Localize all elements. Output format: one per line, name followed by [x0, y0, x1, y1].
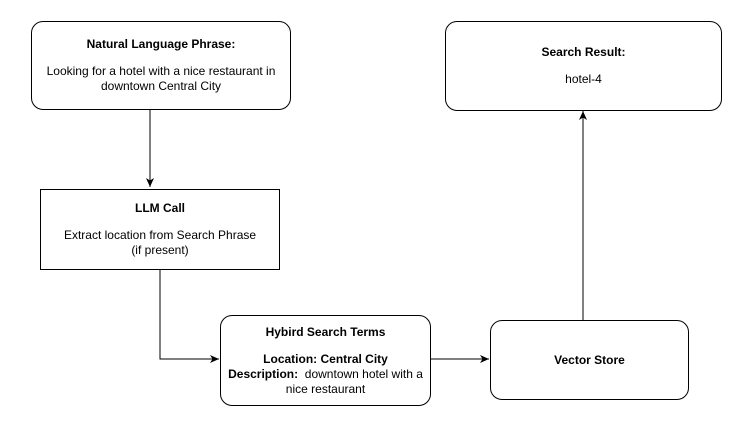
edge-llm-to-hybrid — [159, 270, 219, 363]
description-text-continued: nice restaurant — [285, 381, 366, 396]
node-text-line: Looking for a hotel with a nice restaura… — [46, 64, 276, 78]
node-title: Natural Language Phrase: — [86, 37, 236, 51]
description-label: Description: — [228, 366, 299, 381]
node-title: Vector Store — [554, 352, 625, 367]
search-result-node: Search Result: hotel-4 — [445, 21, 722, 111]
node-title: Hybird Search Terms — [265, 324, 386, 339]
location-term: Location: Central City — [263, 351, 388, 366]
node-text-line: downtown Central City — [100, 79, 222, 93]
node-text-line: Extract location from Search Phrase — [63, 228, 257, 242]
hybrid-search-terms-node: Hybird Search Terms Location: Central Ci… — [220, 315, 431, 406]
llm-call-node: LLM Call Extract location from Search Ph… — [40, 189, 280, 270]
node-text-line: (if present) — [131, 243, 189, 257]
natural-language-phrase-node: Natural Language Phrase: Looking for a h… — [31, 21, 291, 110]
search-result-value: hotel-4 — [565, 72, 602, 86]
node-title: LLM Call — [135, 201, 185, 215]
description-term: Description: downtown hotel with a — [228, 367, 423, 382]
vector-store-node: Vector Store — [490, 320, 689, 400]
node-title: Search Result: — [541, 45, 626, 59]
description-text: downtown hotel with a — [304, 366, 423, 381]
